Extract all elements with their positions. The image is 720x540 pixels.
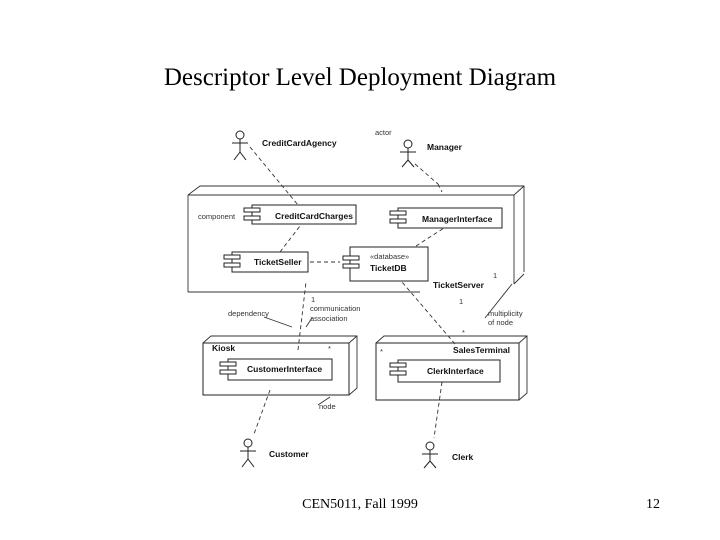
page-number: 12 bbox=[646, 497, 660, 512]
credit-card-charges-component bbox=[243, 204, 357, 225]
credit-card-charges-label: CreditCardCharges bbox=[275, 211, 353, 221]
clerk-interface-component bbox=[389, 359, 501, 383]
note-communication: communication bbox=[310, 304, 360, 313]
note-of-node: of node bbox=[488, 318, 513, 327]
multiplicity-kiosk-link: 1 bbox=[311, 295, 315, 304]
kiosk-label: Kiosk bbox=[212, 343, 235, 353]
note-component: component bbox=[198, 212, 236, 221]
credit-card-agency-actor bbox=[232, 130, 248, 161]
ticket-server-label: TicketServer bbox=[433, 280, 485, 290]
footer-course: CEN5011, Fall 1999 bbox=[302, 497, 418, 512]
note-actor: actor bbox=[375, 128, 392, 137]
manager-actor bbox=[400, 139, 416, 168]
multiplicity-terminal-many: * bbox=[380, 347, 383, 356]
multiplicity-terminal-link-many: * bbox=[462, 328, 465, 337]
multiplicity-terminal-link-one: 1 bbox=[459, 297, 463, 306]
deployment-diagram: actor CreditCardAgency Manager component… bbox=[180, 122, 540, 482]
ticket-seller-label: TicketSeller bbox=[254, 257, 302, 267]
note-node: node bbox=[319, 402, 336, 411]
customer-interface-label: CustomerInterface bbox=[247, 364, 322, 374]
ticket-server-node bbox=[187, 185, 525, 293]
manager-interface-component bbox=[389, 207, 503, 229]
credit-card-agency-label: CreditCardAgency bbox=[262, 138, 337, 148]
ticket-seller-component bbox=[223, 251, 309, 273]
note-multiplicity: multiplicity bbox=[488, 309, 523, 318]
connectors bbox=[249, 146, 513, 439]
deployment-diagram-svg: actor CreditCardAgency Manager component… bbox=[187, 128, 528, 469]
manager-label: Manager bbox=[427, 142, 463, 152]
ticket-db-stereotype: «database» bbox=[370, 252, 409, 261]
multiplicity-kiosk-many: * bbox=[328, 344, 331, 353]
clerk-actor bbox=[422, 441, 438, 469]
multiplicity-server-right: 1 bbox=[493, 271, 497, 280]
slide-title: Descriptor Level Deployment Diagram bbox=[163, 64, 557, 91]
customer-label: Customer bbox=[269, 449, 309, 459]
customer-interface-component bbox=[219, 358, 333, 381]
clerk-label: Clerk bbox=[452, 452, 474, 462]
note-association: association bbox=[310, 314, 348, 323]
clerk-interface-label: ClerkInterface bbox=[427, 366, 484, 376]
ticket-db-component bbox=[342, 246, 429, 282]
manager-interface-label: ManagerInterface bbox=[422, 214, 493, 224]
customer-actor bbox=[240, 438, 256, 468]
note-dependency: dependency bbox=[228, 309, 269, 318]
ticket-db-label: TicketDB bbox=[370, 263, 407, 273]
sales-terminal-label: SalesTerminal bbox=[453, 345, 510, 355]
